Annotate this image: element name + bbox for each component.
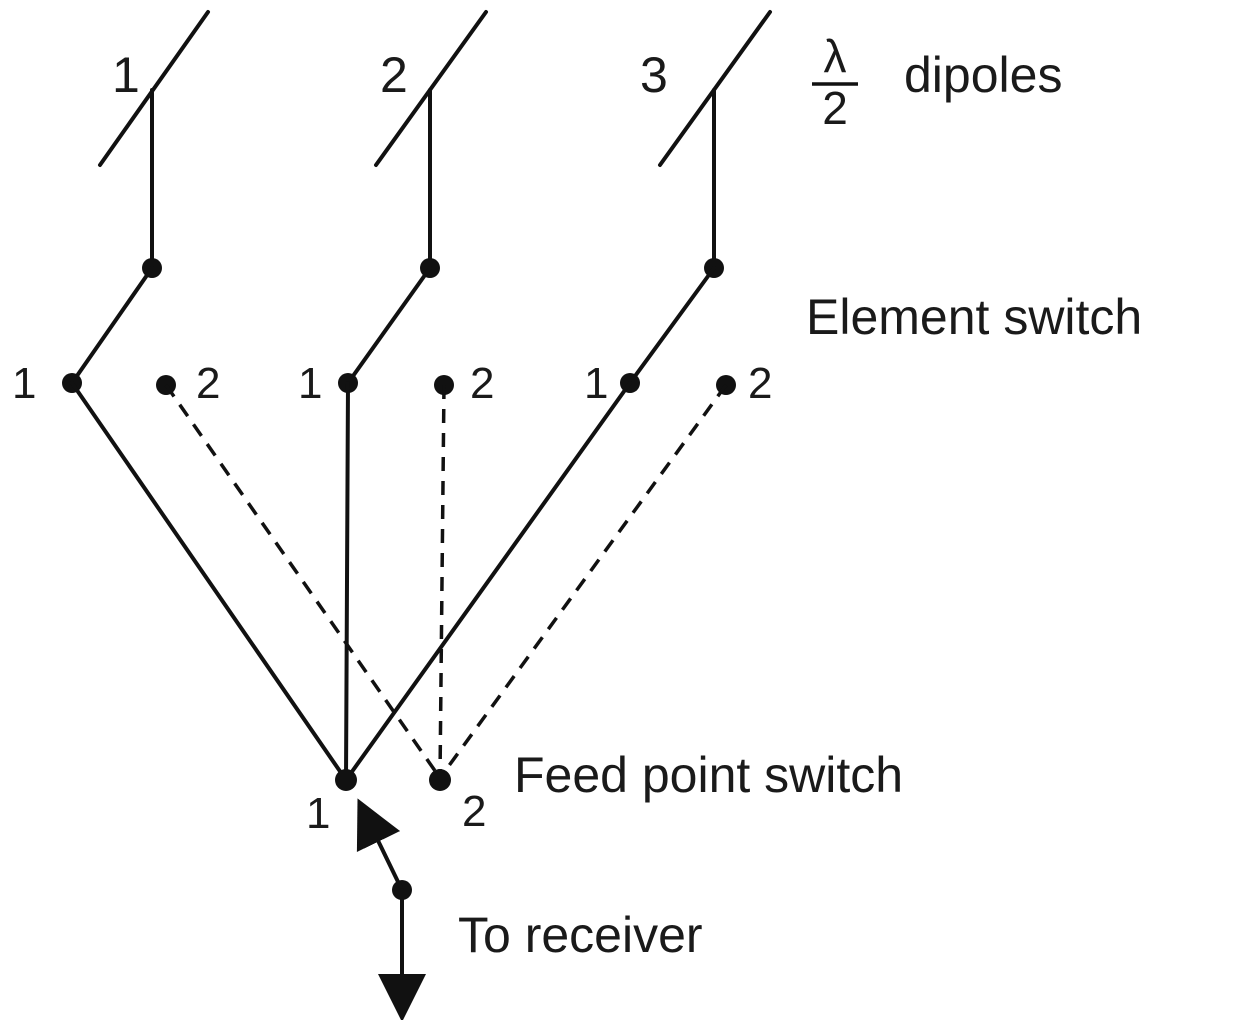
fraction-numerator: λ — [824, 30, 847, 82]
feed-line-2-1 — [344, 381, 350, 782]
feed-point-2-label: 2 — [462, 787, 486, 836]
dipole-1-terminal-1-label: 1 — [12, 359, 36, 408]
dipoles-label: λ 2 dipoles — [812, 30, 1062, 134]
dipole-3-switch-arm — [628, 266, 716, 385]
fraction-denominator: 2 — [822, 82, 848, 134]
dipole-2 — [346, 10, 488, 385]
dipole-2-switch-arm — [346, 266, 432, 385]
element-switch-label: Element switch — [806, 289, 1142, 345]
dipole-1-terminal-2-label: 2 — [196, 359, 220, 408]
dipole-3-label: 3 — [640, 47, 668, 103]
dipole-1-element — [98, 10, 210, 167]
dipole-1-switch-arm — [70, 266, 154, 385]
feed-point-switch — [335, 769, 451, 1020]
feed-switch-arm-arrow — [356, 798, 404, 892]
feed-line-2-2 — [438, 384, 446, 779]
element-switch-terminals — [62, 373, 736, 395]
dipole-2-label: 2 — [380, 47, 408, 103]
feed-point-1-label: 1 — [306, 789, 330, 838]
receiver-label: To receiver — [458, 907, 703, 963]
feed-lines-position-1 — [70, 381, 632, 782]
feed-line-1-2 — [164, 383, 442, 780]
dipole-3-terminal-2-label: 2 — [748, 359, 772, 408]
feed-line-1-1 — [70, 381, 348, 782]
feed-point-terminal-2 — [429, 769, 451, 791]
dipole-3 — [628, 10, 772, 385]
dipole-1-label: 1 — [112, 47, 140, 103]
feed-point-terminal-1 — [335, 769, 357, 791]
feed-point-switch-label: Feed point switch — [514, 747, 903, 803]
dipole-2-terminal-2-label: 2 — [470, 359, 494, 408]
dipole-3-terminal-1-label: 1 — [584, 359, 608, 408]
feed-line-3-1 — [344, 381, 632, 782]
dipole-1 — [70, 10, 210, 385]
feed-lines-position-2 — [164, 383, 728, 780]
feed-line-3-2 — [438, 383, 728, 780]
dipole-2-terminal-1-label: 1 — [298, 359, 322, 408]
dipoles-text: dipoles — [904, 47, 1062, 103]
